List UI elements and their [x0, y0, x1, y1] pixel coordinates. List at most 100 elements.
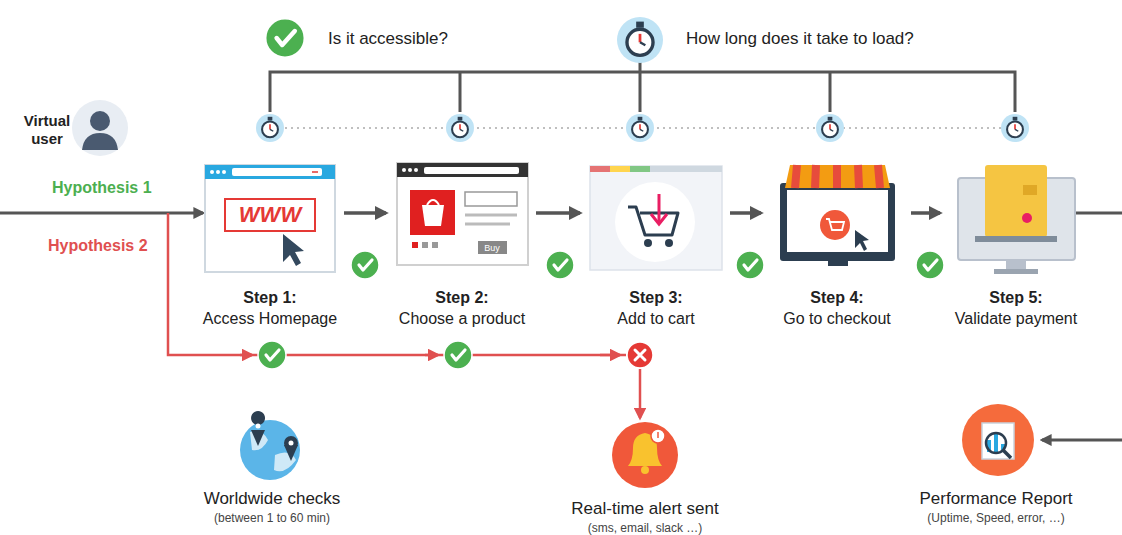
payment-picture-part [1023, 185, 1037, 195]
step-box: Step 5:Validate payment [942, 160, 1090, 329]
flow-arrow [344, 211, 386, 215]
node-subtitle: Go to checkout [763, 308, 911, 329]
cart-picture-part [590, 166, 722, 270]
hypothesis-lines-part [240, 354, 252, 357]
step-timers-part [816, 114, 844, 142]
step-box: Step 1:Access Homepage [196, 160, 344, 329]
payment-picture-part [975, 236, 1057, 242]
product-picture-part [422, 242, 428, 248]
checkout-picture-part [780, 183, 895, 261]
node-title: Step 3: [582, 287, 730, 308]
hypothesis-lines-part [1042, 439, 1122, 442]
top-icons-part [265, 18, 304, 57]
payment-picture [958, 165, 1075, 274]
report-icon [962, 404, 1034, 476]
product-picture-part [432, 242, 438, 248]
alert-bell-part [612, 422, 678, 488]
homepage-picture [205, 165, 335, 272]
homepage-picture-part [283, 234, 304, 266]
user-avatar-part [90, 111, 110, 131]
checkout-picture-part [855, 230, 869, 251]
homepage-picture-part [225, 199, 315, 231]
node-title: Step 4: [763, 287, 911, 308]
step-timers-part [626, 114, 654, 142]
node-subtitle: (between 1 to 60 min) [173, 510, 371, 527]
checkout-picture-part [787, 190, 888, 252]
node-title: Step 2: [388, 287, 536, 308]
product-picture-part [465, 223, 510, 226]
question-label: How long does it take to load? [686, 29, 914, 49]
product-picture-part [427, 200, 439, 205]
flow-arrow [536, 211, 580, 215]
cart-picture-part [628, 207, 678, 235]
fail-mark [627, 342, 653, 368]
node-subtitle: Validate payment [942, 308, 1090, 329]
fail-mark-part [635, 350, 645, 360]
globe-icon-part [284, 436, 298, 450]
alert-bell-part [651, 429, 665, 443]
hypothesis-lines [0, 213, 1122, 440]
cart-picture-part [615, 182, 695, 262]
homepage-picture-part [216, 170, 220, 174]
step-box: Step 2:Choose a product [388, 160, 536, 329]
step-box: Step 4:Go to checkout [763, 160, 911, 329]
checkout-picture-part [828, 261, 848, 266]
alert-bell-part [657, 432, 659, 438]
product-picture-part [410, 190, 455, 235]
report-icon-part [1003, 450, 1011, 458]
payment-picture-part [994, 269, 1038, 274]
product-picture-part [412, 242, 418, 248]
status-checks-part [916, 251, 944, 279]
globe-icon [240, 411, 300, 480]
cart-picture-part [651, 214, 667, 224]
product-picture-part [422, 205, 444, 226]
node-title: Worldwide checks [173, 488, 371, 510]
checkout-picture-part [785, 165, 890, 188]
checkout-picture-part [826, 219, 844, 230]
status-checks-part [444, 341, 472, 369]
status-checks-part [258, 341, 286, 369]
product-picture-part [465, 214, 517, 217]
hypothesis-label: Hypothesis 1 [52, 178, 152, 197]
status-checks-part [736, 251, 764, 279]
product-picture-part [408, 168, 412, 172]
flow-arrow [911, 211, 940, 215]
user-avatar [72, 100, 128, 156]
cart-picture-part [610, 166, 630, 172]
payment-picture-part [1006, 260, 1026, 269]
top-icons [265, 17, 663, 63]
node-title: Step 5: [942, 287, 1090, 308]
step-timers-part [446, 114, 474, 142]
step-box: Step 3:Add to cart [582, 160, 730, 329]
globe-icon-part [251, 430, 265, 446]
step-timers-part [1001, 114, 1029, 142]
checkout-picture-part [820, 210, 850, 240]
homepage-picture-part [210, 170, 214, 174]
node-subtitle: Choose a product [388, 308, 536, 329]
globe-icon-part [289, 441, 294, 446]
user-label: Virtual user [17, 112, 77, 148]
homepage-picture-part [205, 165, 335, 179]
globe-icon-part [256, 424, 261, 429]
cart-picture-part [650, 166, 722, 172]
status-checks-part [546, 251, 574, 279]
globe-icon-part [240, 420, 300, 480]
hypothesis-label: Hypothesis 2 [48, 236, 148, 255]
feature-node: Real-time alert sent(sms, email, slack …… [541, 420, 749, 535]
product-picture-part [397, 163, 528, 265]
product-picture-part [397, 163, 528, 177]
homepage-picture-part [312, 171, 318, 173]
url-text: WWW [239, 202, 301, 227]
hypothesis-lines-part [425, 354, 438, 357]
alert-bell [612, 422, 678, 488]
globe-icon-part [251, 411, 265, 425]
checkout-picture [780, 165, 895, 266]
report-icon-part [982, 423, 1014, 459]
homepage-picture-part [205, 165, 335, 272]
checkout-picture-part [795, 165, 880, 188]
feature-node: Performance Report(Uptime, Speed, error,… [892, 402, 1100, 527]
report-icon-part [962, 404, 1034, 476]
